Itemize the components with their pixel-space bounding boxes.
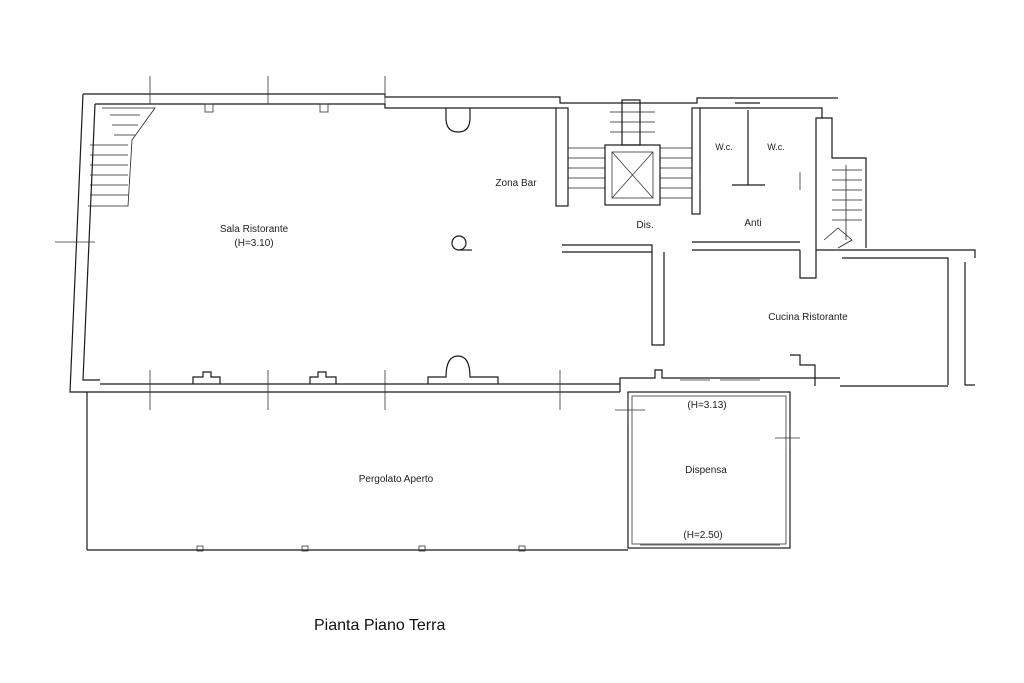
- label-wc-2: W.c.: [767, 142, 785, 152]
- central-staircase: [555, 99, 701, 215]
- label-sala-ristorante: Sala Ristorante: [220, 224, 289, 235]
- dispensa-walls: [627, 391, 791, 549]
- label-dispensa: Dispensa: [685, 465, 727, 476]
- kitchen-walls: [562, 244, 976, 392]
- label-dispensa-height-top: (H=3.13): [687, 400, 726, 411]
- label-sala-height: (H=3.10): [234, 238, 273, 249]
- label-dis: Dis.: [636, 220, 653, 231]
- label-zona-bar: Zona Bar: [495, 178, 537, 189]
- label-pergolato: Pergolato Aperto: [359, 474, 434, 485]
- plan-title: Pianta Piano Terra: [314, 617, 446, 634]
- label-cucina: Cucina Ristorante: [768, 312, 848, 323]
- exterior-walls: [69, 93, 838, 393]
- right-staircase: [799, 117, 867, 279]
- label-anti: Anti: [744, 218, 761, 229]
- grid-reference-marks: [55, 76, 800, 450]
- left-staircase: [88, 107, 156, 207]
- label-wc-1: W.c.: [715, 142, 733, 152]
- pergolato-walls: [86, 392, 628, 552]
- room-labels: Sala Ristorante (H=3.10) Zona Bar Dis. W…: [220, 142, 848, 541]
- label-dispensa-height-bottom: (H=2.50): [683, 530, 722, 541]
